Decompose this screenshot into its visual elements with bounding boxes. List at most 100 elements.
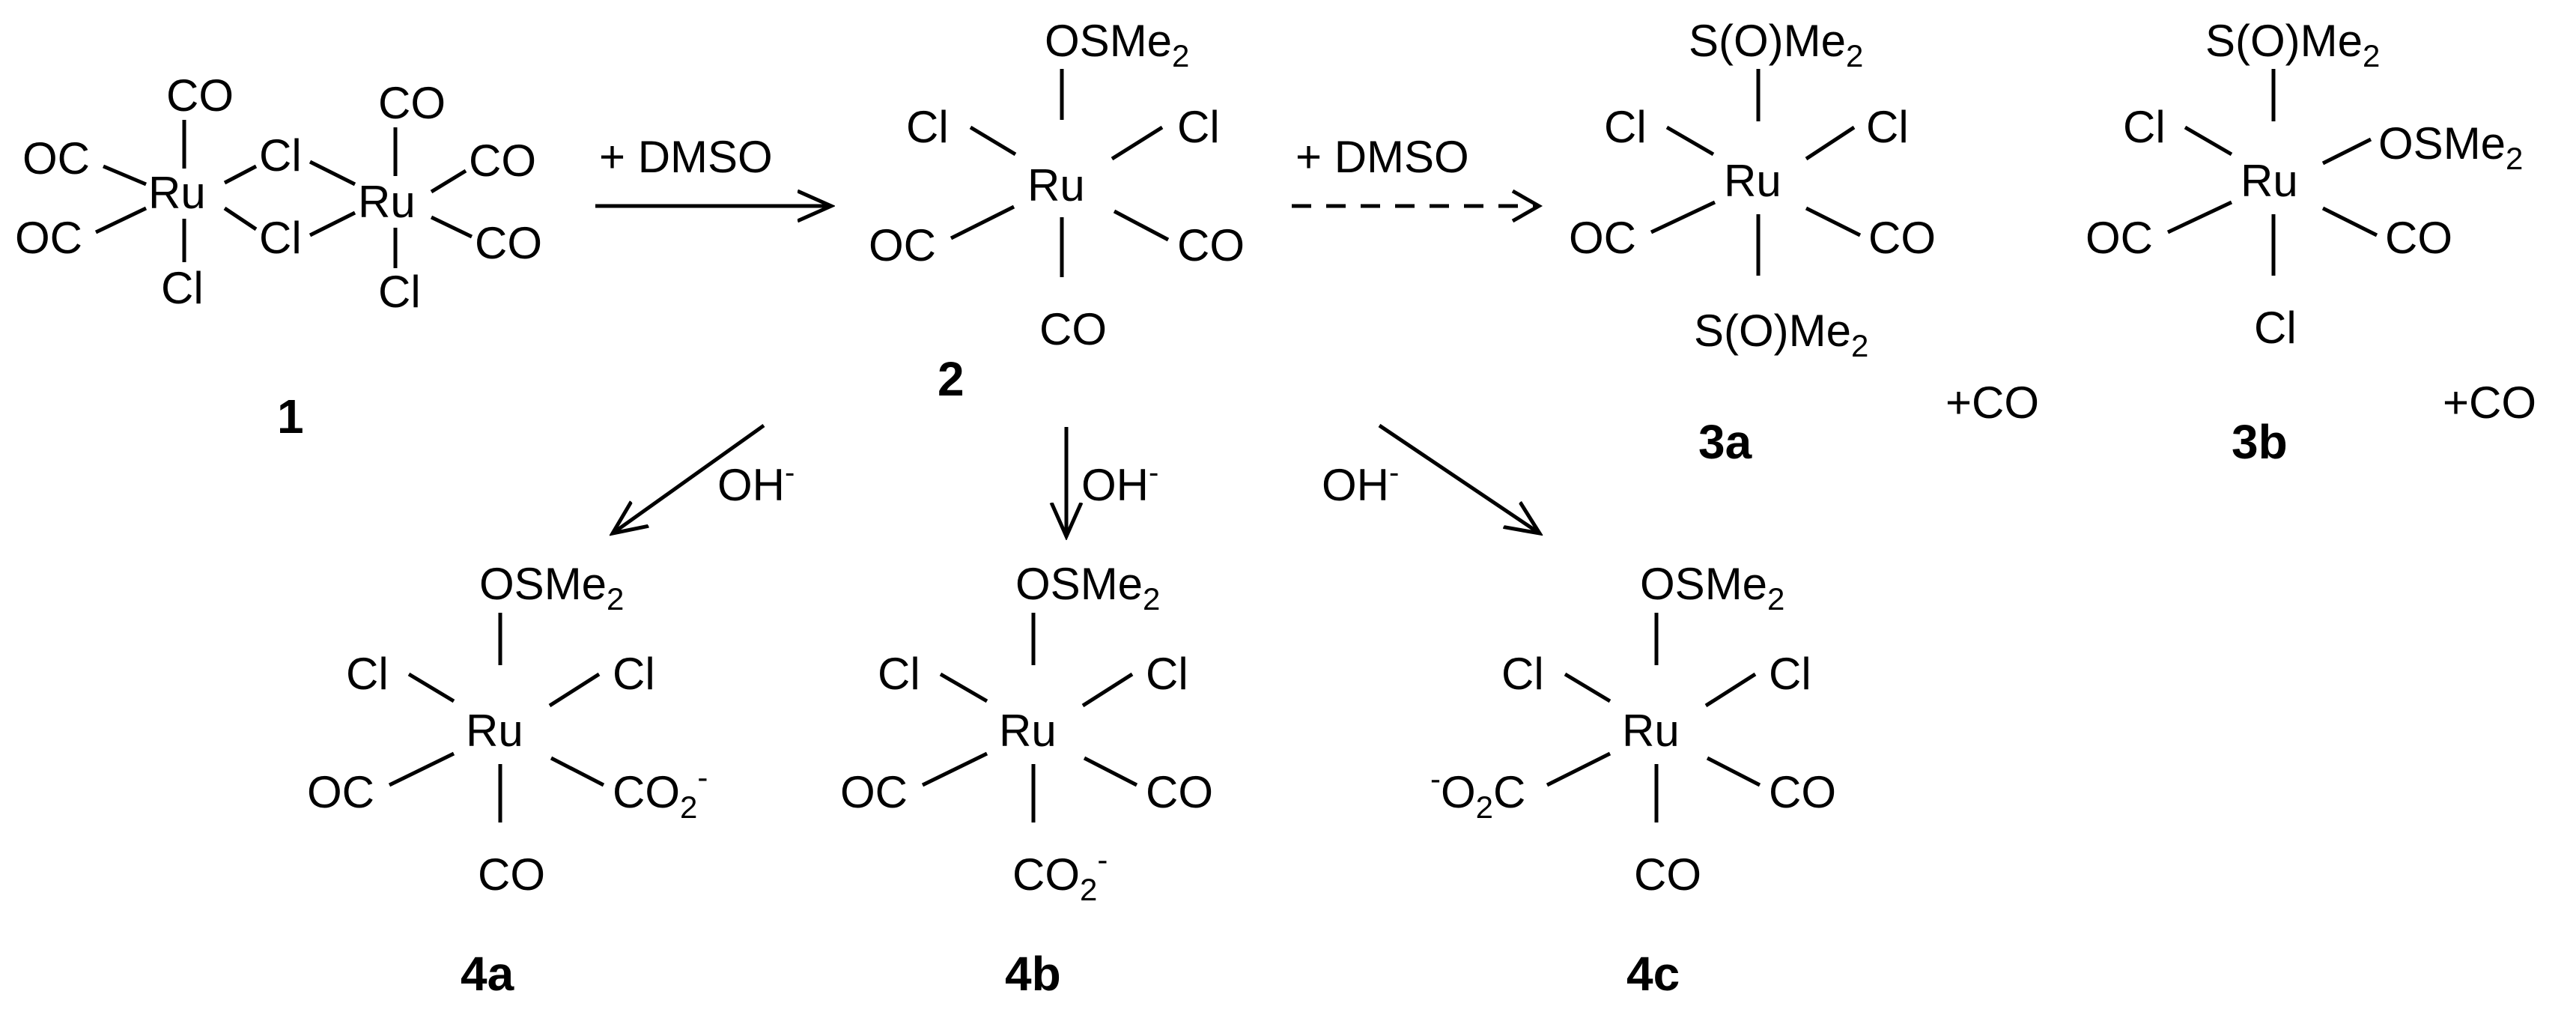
atom-cl: Cl bbox=[1866, 102, 1909, 152]
bond bbox=[950, 204, 1015, 240]
atom-cl: Cl bbox=[2254, 303, 2297, 353]
atom-co: CO bbox=[1868, 213, 1936, 263]
compound-4c-structure: OSMe2 Cl Cl Ru -O2C CO CO bbox=[1430, 559, 1836, 900]
arrow-head bbox=[1511, 189, 1543, 223]
atom-ru: Ru bbox=[1724, 156, 1781, 206]
atom-cl: Cl bbox=[1501, 649, 1544, 699]
atom-co2: CO2- bbox=[1012, 842, 1108, 907]
bond bbox=[1081, 672, 1134, 708]
atom-oc: OC bbox=[1569, 213, 1636, 263]
atom-osme: OSMe2 bbox=[1015, 559, 1160, 616]
bond bbox=[921, 751, 988, 787]
compound-4a-structure: OSMe2 Cl Cl Ru OC CO2- CO bbox=[307, 559, 708, 900]
atom-cl: Cl bbox=[1177, 102, 1220, 152]
atom-ru: Ru bbox=[466, 706, 523, 756]
atom-co: CO bbox=[469, 136, 536, 186]
bond bbox=[388, 751, 455, 787]
atom-sme: S(O)Me2 bbox=[1689, 16, 1863, 73]
bond bbox=[103, 164, 147, 187]
atom-ru: Ru bbox=[999, 706, 1057, 756]
atom-co: CO bbox=[378, 78, 446, 128]
atom-cl: Cl bbox=[161, 263, 204, 313]
atom-osme: OSMe2 bbox=[1045, 16, 1189, 73]
byproduct-co: +CO bbox=[1945, 378, 2039, 428]
atom-cl: Cl bbox=[1146, 649, 1188, 699]
atom-cl: Cl bbox=[906, 102, 949, 152]
bond bbox=[548, 672, 601, 708]
bond bbox=[430, 169, 467, 194]
atom-ru: Ru bbox=[1622, 706, 1680, 756]
atom-cl: Cl bbox=[1604, 102, 1647, 152]
atom-co: CO bbox=[166, 70, 234, 121]
atom-cl: Cl bbox=[878, 649, 920, 699]
bond bbox=[2321, 206, 2378, 237]
bond bbox=[309, 210, 356, 237]
compound-4b-structure: OSMe2 Cl Cl Ru OC CO CO2- bbox=[840, 559, 1213, 907]
compound-1-structure: Ru Ru CO OC OC Cl Cl Cl CO CO CO Cl bbox=[15, 70, 542, 317]
compound-3b-structure: S(O)Me2 Cl OSMe2 Ru OC CO Cl bbox=[2086, 16, 2523, 353]
bond bbox=[1111, 125, 1164, 161]
atom-oc: OC bbox=[15, 213, 82, 263]
bond bbox=[407, 672, 455, 703]
atom-cl: Cl bbox=[1769, 649, 1811, 699]
bond bbox=[1564, 672, 1611, 703]
atom-co: CO bbox=[1634, 849, 1701, 900]
compound-label: 3a bbox=[1698, 415, 1752, 469]
bond bbox=[2321, 137, 2372, 166]
atom-cl: Cl bbox=[346, 649, 389, 699]
atom-co: CO bbox=[1769, 767, 1836, 817]
atom-co: CO bbox=[1039, 304, 1107, 354]
compound-label: 4b bbox=[1005, 947, 1061, 1001]
atom-co: CO bbox=[1177, 220, 1245, 270]
bond bbox=[1546, 751, 1611, 787]
bond bbox=[2166, 200, 2233, 234]
bond bbox=[1805, 125, 1856, 161]
bond bbox=[2184, 125, 2233, 157]
atom-cl: Cl bbox=[613, 649, 655, 699]
bond bbox=[309, 160, 356, 187]
atom-oc: OC bbox=[869, 220, 936, 270]
bond bbox=[1665, 125, 1715, 157]
bond bbox=[430, 215, 473, 239]
atom-cl: Cl bbox=[378, 267, 421, 317]
atom-co: CO bbox=[2385, 213, 2452, 263]
atom-osme: OSMe2 bbox=[2378, 118, 2523, 176]
compound-3a-structure: S(O)Me2 Cl Cl Ru OC CO S(O)Me2 bbox=[1569, 16, 1936, 363]
atom-cl: Cl bbox=[2123, 102, 2166, 152]
reagent-oh: OH- bbox=[717, 456, 795, 510]
bond bbox=[1704, 672, 1757, 708]
bond bbox=[1706, 756, 1761, 787]
compound-label: 2 bbox=[938, 352, 965, 406]
bond bbox=[1805, 206, 1862, 237]
atom-co: CO bbox=[478, 849, 545, 900]
atom-ru: Ru bbox=[2241, 156, 2298, 206]
bond bbox=[223, 164, 258, 185]
bond bbox=[1650, 200, 1716, 234]
compound-label: 4c bbox=[1626, 947, 1680, 1001]
reaction-arrow bbox=[613, 423, 765, 533]
compound-label: 4a bbox=[461, 947, 514, 1001]
reagent-dmso: + DMSO bbox=[599, 132, 773, 182]
atom-oc: OC bbox=[840, 767, 908, 817]
bond bbox=[94, 206, 148, 234]
atom-osme: OSMe2 bbox=[1640, 559, 1784, 616]
compound-label: 1 bbox=[277, 390, 304, 443]
bond bbox=[969, 125, 1017, 157]
compound-2-structure: OSMe2 Cl Cl Ru OC CO CO bbox=[869, 16, 1245, 354]
atom-oc: OC bbox=[307, 767, 374, 817]
bond bbox=[939, 672, 988, 703]
atom-oc: OC bbox=[22, 133, 90, 184]
atom-co: CO bbox=[1146, 767, 1213, 817]
atom-osme: OSMe2 bbox=[479, 559, 624, 616]
bond bbox=[1113, 209, 1170, 242]
atom-sme: S(O)Me2 bbox=[2205, 16, 2380, 73]
atom-sme: S(O)Me2 bbox=[1694, 306, 1868, 363]
atom-ru: Ru bbox=[1027, 160, 1085, 210]
atom-cl: Cl bbox=[259, 130, 302, 181]
reagent-oh: OH- bbox=[1322, 456, 1399, 510]
atom-o2c: -O2C bbox=[1430, 761, 1525, 825]
bond bbox=[550, 756, 605, 787]
atom-cl: Cl bbox=[259, 213, 302, 263]
atom-oc: OC bbox=[2086, 213, 2153, 263]
atom-co: CO bbox=[475, 218, 542, 268]
